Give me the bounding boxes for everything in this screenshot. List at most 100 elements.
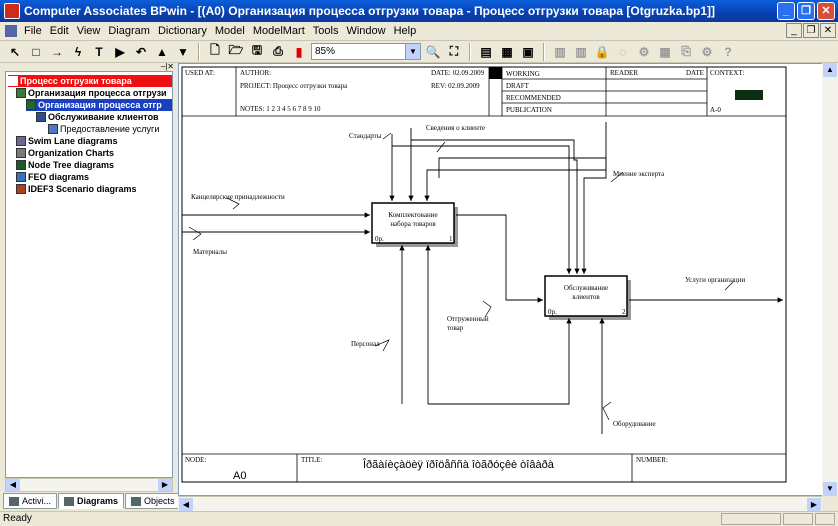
- menu-window[interactable]: Window: [346, 25, 386, 37]
- menu-diagram[interactable]: Diagram: [108, 25, 150, 37]
- author-label: AUTHOR:: [240, 69, 271, 77]
- mm-connect-icon[interactable]: ▥: [554, 44, 566, 59]
- tree-item-service[interactable]: Обслуживание клиентов: [36, 111, 159, 123]
- menu-modelmart[interactable]: ModelMart: [252, 25, 305, 37]
- activity-2-box[interactable]: [544, 275, 628, 317]
- tree-item-idef3[interactable]: IDEF3 Scenario diagrams: [16, 183, 137, 195]
- menu-help[interactable]: Help: [393, 25, 417, 37]
- lock-icon[interactable]: 🔒: [594, 44, 610, 59]
- minimize-button[interactable]: _: [777, 2, 795, 20]
- project-label: PROJECT: Процесс отгрузки товара: [240, 82, 348, 90]
- tree-item-swimlane[interactable]: Swim Lane diagrams: [16, 135, 118, 147]
- scroll-left-icon[interactable]: ◀: [6, 479, 20, 491]
- text-tool-icon[interactable]: T: [95, 44, 103, 59]
- go-to-child-icon[interactable]: ▶: [115, 44, 125, 59]
- scroll-up-icon[interactable]: ▲: [823, 63, 837, 77]
- color-icon[interactable]: ▮: [295, 44, 303, 59]
- diagram-canvas[interactable]: USED AT: AUTHOR: PROJECT: Процесс отгруз…: [178, 63, 826, 496]
- squiggle-equipment: [602, 401, 612, 421]
- nodetree-icon: [16, 160, 26, 170]
- tree-item-label: IDEF3 Scenario diagrams: [28, 184, 137, 194]
- go-back-icon[interactable]: ↶: [135, 44, 147, 59]
- tab-diagrams[interactable]: Diagrams: [58, 493, 125, 509]
- squiggle-tool-icon[interactable]: ϟ: [74, 44, 82, 59]
- scroll-right-icon[interactable]: ▶: [158, 479, 172, 491]
- squiggle-services: [724, 281, 734, 291]
- menu-tools[interactable]: Tools: [312, 25, 339, 37]
- tab-activities[interactable]: Activi...: [3, 493, 58, 509]
- horizontal-scrollbar[interactable]: ◀ ▶: [178, 496, 822, 511]
- document-icon[interactable]: [5, 25, 17, 37]
- number-label: NUMBER:: [636, 456, 668, 464]
- zoom-select[interactable]: 85% ▼: [311, 43, 421, 60]
- tree-item-a0[interactable]: Организация процесса отгрузи: [16, 87, 167, 99]
- unlock-icon[interactable]: ◌: [619, 44, 627, 59]
- menu-model[interactable]: Model: [214, 25, 245, 37]
- grid-icon[interactable]: ▦: [659, 44, 671, 59]
- explorer-tabs: Activi... Diagrams Objects: [3, 493, 181, 509]
- mdi-minimize-button[interactable]: _: [786, 23, 802, 38]
- node-label: NODE:: [185, 456, 206, 464]
- tree-item-provide[interactable]: Предоставление услуги: [48, 123, 159, 135]
- title-label: TITLE:: [301, 456, 322, 464]
- diagram-footer: [182, 453, 786, 482]
- panel-close-icon[interactable]: –|✕: [160, 62, 174, 71]
- zoom-icon[interactable]: 🔍: [425, 44, 441, 59]
- squiggle-client: [436, 141, 446, 153]
- help-icon[interactable]: ?: [724, 44, 732, 59]
- status-bar: Ready: [0, 511, 838, 526]
- label-equipment: Оборудование: [613, 420, 656, 428]
- tab-objects[interactable]: Objects: [125, 493, 181, 509]
- mm-disconnect-icon[interactable]: ▥: [575, 44, 587, 59]
- tree-item-root[interactable]: Процесс отгрузки товара: [8, 75, 172, 87]
- recommended-label: RECOMMENDED: [506, 94, 561, 102]
- label-office: Канцелярские принадлежности: [191, 193, 285, 201]
- dictionary-icon[interactable]: ▣: [522, 44, 534, 59]
- rev-label: REV: 02.09.2009: [431, 82, 480, 90]
- settings-icon[interactable]: ⚙: [701, 44, 713, 59]
- go-down-icon[interactable]: ▼: [177, 44, 189, 59]
- menu-edit[interactable]: Edit: [49, 25, 69, 37]
- tree-item-feo[interactable]: FEO diagrams: [16, 171, 89, 183]
- activity-1-code: 0р.: [375, 235, 384, 243]
- chevron-down-icon[interactable]: ▼: [405, 44, 420, 59]
- window-title: Computer Associates BPwin - [(A0) Органи…: [24, 4, 716, 18]
- scroll-right-icon[interactable]: ▶: [807, 498, 821, 511]
- tree-item-nodetree[interactable]: Node Tree diagrams: [16, 159, 114, 171]
- fit-icon[interactable]: ⛶: [449, 44, 459, 58]
- mdi-close-button[interactable]: ✕: [820, 23, 836, 38]
- arrow-expert-branch2: [438, 157, 607, 178]
- save-icon[interactable]: 🖫: [251, 43, 263, 57]
- scroll-left-icon[interactable]: ◀: [179, 498, 193, 511]
- tree-item-label: Процесс отгрузки товара: [20, 76, 132, 86]
- print-icon[interactable]: ⎙: [273, 44, 283, 58]
- close-button[interactable]: ✕: [817, 2, 835, 20]
- open-file-icon[interactable]: 🗁: [228, 43, 244, 57]
- arrow-tool-icon[interactable]: →: [51, 44, 63, 59]
- model-explorer-icon[interactable]: ▤: [480, 44, 492, 59]
- report-icon[interactable]: ▦: [501, 44, 513, 59]
- tree-item-label: FEO diagrams: [28, 172, 90, 182]
- new-file-icon[interactable]: 🗋: [210, 43, 220, 57]
- menu-file[interactable]: File: [24, 25, 42, 37]
- diagram-icon[interactable]: ⚙: [638, 44, 650, 59]
- activity-2-number: 2: [622, 308, 626, 316]
- mdi-restore-button[interactable]: ❐: [803, 23, 819, 38]
- maximize-button[interactable]: ❐: [797, 2, 815, 20]
- activity-1-box[interactable]: [371, 202, 455, 244]
- tree-item-orgchart[interactable]: Organization Charts: [16, 147, 114, 159]
- tree-item-a0-selected[interactable]: Организация процесса отгр: [26, 99, 172, 111]
- used-at-label: USED AT:: [185, 69, 215, 77]
- scroll-down-icon[interactable]: ▼: [823, 482, 837, 496]
- tree-item-label: Swim Lane diagrams: [28, 136, 118, 146]
- menu-dictionary[interactable]: Dictionary: [157, 25, 207, 37]
- menu-view[interactable]: View: [76, 25, 101, 37]
- report-builder-icon[interactable]: ⎘: [681, 44, 691, 58]
- diagram-frame: [181, 66, 787, 483]
- box-tool-icon[interactable]: □: [32, 44, 40, 59]
- vertical-scrollbar[interactable]: ▲ ▼: [822, 63, 838, 496]
- go-to-parent-icon[interactable]: ▲: [156, 44, 168, 59]
- model-icon: [8, 76, 18, 86]
- pointer-tool-icon[interactable]: ↖: [9, 44, 21, 59]
- tree-scrollbar[interactable]: ◀ ▶: [5, 478, 173, 492]
